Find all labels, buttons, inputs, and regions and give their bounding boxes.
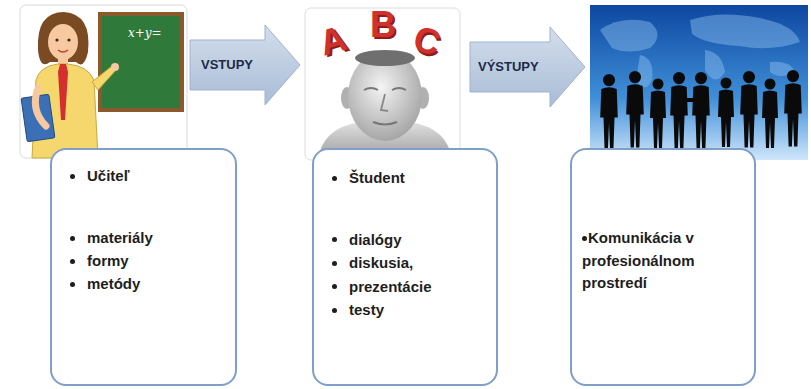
item-text: dialógy (349, 231, 402, 248)
bullet-item: Učiteľ (70, 164, 235, 187)
teacher-illustration (20, 5, 187, 158)
bullet-dot (332, 284, 337, 289)
item-text: testy (349, 301, 384, 318)
arrow-label: VÝSTUPY (478, 59, 539, 74)
bullet-dot (582, 236, 587, 241)
bullet-item: materiály (70, 226, 235, 249)
item-text: Učiteľ (87, 167, 129, 184)
item-text: prezentácie (349, 278, 432, 295)
business-illustration (590, 5, 808, 160)
bullet-dot (332, 261, 337, 266)
bullet-item: dialógy (332, 228, 496, 252)
content-box: Učiteľ materiály formy metódy (50, 148, 237, 386)
bullet-dot (70, 236, 75, 241)
block-arrow (470, 27, 585, 107)
content-box: Študent dialógy diskusia, prezentácie testy (312, 148, 498, 386)
bullet-dot (332, 176, 337, 181)
bullet-item: formy (70, 249, 235, 272)
board-formula: x+y= (128, 26, 162, 40)
bullet-item: prezentácie (332, 275, 496, 299)
item-text: formy (87, 252, 129, 269)
content-box: Komunikácia v profesionálnom prostredí (570, 148, 756, 386)
item-text: metódy (87, 275, 140, 292)
bullet-dot (70, 174, 75, 179)
bullet-item: diskusia, (332, 251, 496, 275)
block-arrow (190, 25, 300, 105)
bullet-item: metódy (70, 272, 235, 295)
bullet-dot (332, 237, 337, 242)
item-text: Študent (349, 169, 405, 186)
bullet-item: testy (332, 298, 496, 322)
bullet-dot (332, 308, 337, 313)
bullet-item: Komunikácia v profesionálnom prostredí (582, 227, 742, 295)
bullet-dot (70, 259, 75, 264)
item-text: Komunikácia v profesionálnom prostredí (582, 229, 695, 291)
item-text: materiály (87, 229, 153, 246)
bullet-dot (70, 282, 75, 287)
bullet-item: Študent (332, 166, 496, 190)
arrow-label: VSTUPY (201, 57, 253, 72)
item-text: diskusia, (349, 254, 413, 271)
letter: B (370, 4, 396, 46)
